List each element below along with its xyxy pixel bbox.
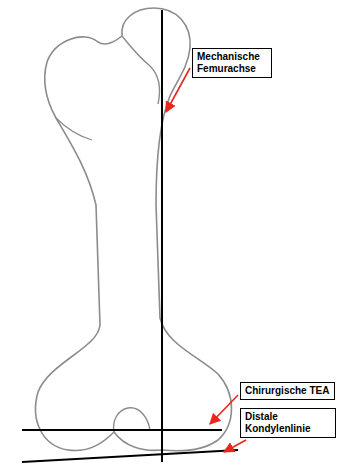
shaft-contour	[56, 118, 92, 140]
leader-arrow	[166, 68, 190, 112]
callout-box: Chirurgische TEA	[240, 382, 335, 400]
callout-box: Distale Kondylenlinie	[240, 408, 336, 438]
callout-box: Mechanische Femurachse	[192, 48, 272, 78]
lesser-trochanter	[122, 36, 160, 104]
mechanical-axis-line	[161, 10, 163, 462]
leader-arrow	[210, 395, 238, 424]
surgical-tea-line	[22, 429, 222, 431]
callout-label: Chirurgische TEA	[245, 385, 330, 397]
distal-condylar-line	[22, 450, 238, 462]
callout-label: Distale Kondylenlinie	[245, 411, 331, 435]
intercondylar-notch	[114, 408, 150, 432]
leader-arrow	[224, 440, 246, 452]
callout-label: Mechanische Femurachse	[197, 51, 267, 75]
